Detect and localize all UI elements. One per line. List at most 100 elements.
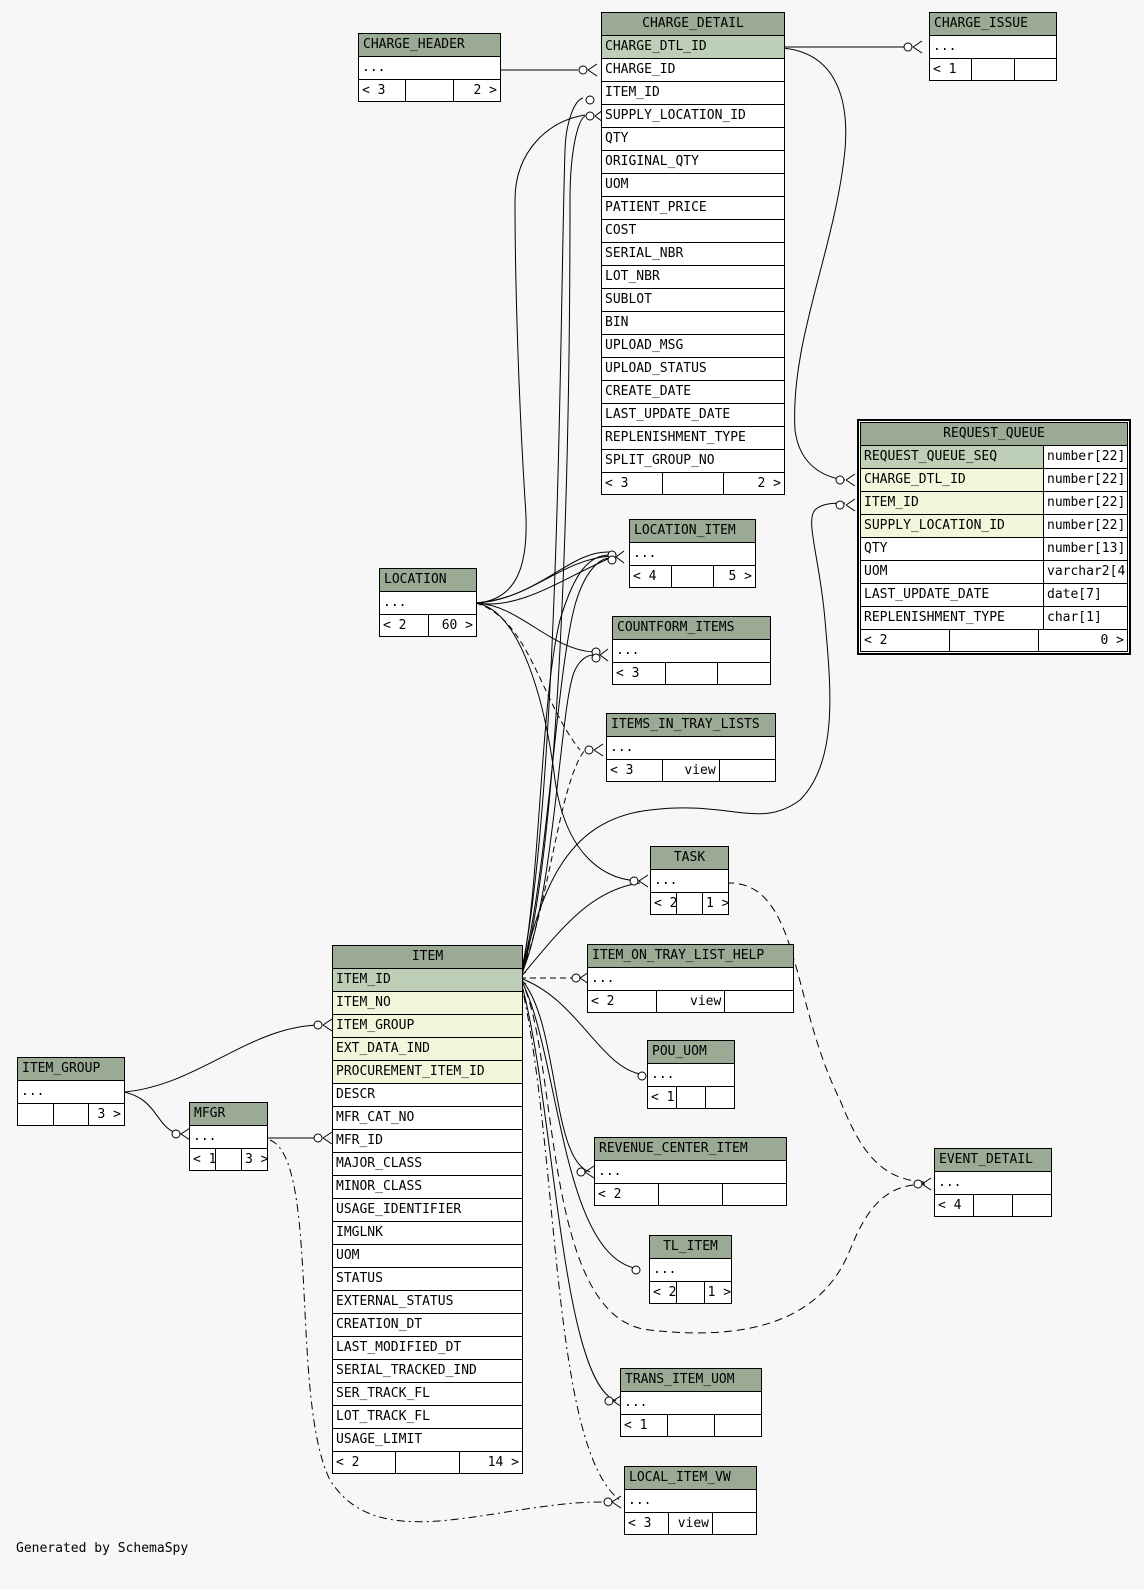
table-title: LOCATION bbox=[380, 569, 476, 592]
table-footer: 3 > bbox=[18, 1104, 124, 1125]
parents-count[interactable]: < 3 bbox=[359, 80, 407, 101]
table-title: MFGR bbox=[190, 1103, 267, 1126]
children-count[interactable]: 3 > bbox=[97, 1107, 122, 1122]
table-row: DESCR bbox=[333, 1084, 522, 1107]
table-trans-item-uom[interactable]: TRANS_ITEM_UOM ... < 1 bbox=[620, 1368, 762, 1437]
children-count[interactable]: 2 > bbox=[757, 476, 781, 491]
edge-location-task bbox=[475, 602, 641, 882]
table-row: ... bbox=[588, 968, 793, 991]
parents-count[interactable]: < 4 bbox=[630, 566, 672, 587]
table-location[interactable]: LOCATION ... < 2 60 > bbox=[379, 568, 477, 637]
table-footer: < 3 view bbox=[607, 760, 775, 781]
parents-count[interactable]: < 2 bbox=[333, 1452, 397, 1473]
table-tl-item[interactable]: TL_ITEM ... < 2 1 > bbox=[649, 1235, 732, 1304]
generator-credit: Generated by SchemaSpy bbox=[16, 1541, 189, 1556]
table-title: ITEM_GROUP bbox=[18, 1058, 124, 1081]
table-location-item[interactable]: LOCATION_ITEM ... < 4 5 > bbox=[629, 519, 756, 588]
parents-count[interactable]: < 2 bbox=[651, 893, 677, 914]
parents-count[interactable]: < 2 bbox=[380, 615, 429, 636]
table-mfgr[interactable]: MFGR ... < 1 3 > bbox=[189, 1102, 268, 1171]
edge-item-pou-uom bbox=[519, 977, 646, 1076]
table-charge-header[interactable]: CHARGE_HEADER ... < 3 2 > bbox=[358, 33, 501, 102]
table-footer: < 2 view bbox=[588, 991, 793, 1012]
table-event-detail[interactable]: EVENT_DETAIL ... < 4 bbox=[934, 1148, 1052, 1217]
table-title: REVENUE_CENTER_ITEM bbox=[595, 1138, 786, 1161]
table-footer: < 1 3 > bbox=[190, 1149, 267, 1170]
children-count[interactable]: 2 > bbox=[473, 83, 497, 98]
table-row: ITEM_GROUP bbox=[333, 1015, 522, 1038]
table-row: LOT_NBR bbox=[602, 266, 784, 289]
table-footer: < 4 5 > bbox=[630, 566, 755, 587]
edge-location-countform bbox=[475, 602, 595, 653]
table-footer: < 3 view bbox=[625, 1513, 756, 1534]
table-title: CHARGE_ISSUE bbox=[930, 13, 1056, 36]
table-row: BIN bbox=[602, 312, 784, 335]
children-count[interactable]: 0 > bbox=[1100, 633, 1124, 648]
table-local-item-vw[interactable]: LOCAL_ITEM_VW ... < 3 view bbox=[624, 1466, 757, 1535]
children-count[interactable]: 1 > bbox=[707, 1285, 731, 1300]
table-item-group[interactable]: ITEM_GROUP ... 3 > bbox=[17, 1057, 125, 1126]
parents-count[interactable]: < 1 bbox=[648, 1087, 677, 1108]
table-items-in-tray-lists[interactable]: ITEMS_IN_TRAY_LISTS ... < 3 view bbox=[606, 713, 776, 782]
table-row: IMGLNK bbox=[333, 1222, 522, 1245]
table-row: SER_TRACK_FL bbox=[333, 1383, 522, 1406]
children-count[interactable]: 14 > bbox=[487, 1455, 519, 1470]
table-row: SERIAL_TRACKED_IND bbox=[333, 1360, 522, 1383]
parents-count[interactable]: < 2 bbox=[588, 991, 657, 1012]
table-title: ITEMS_IN_TRAY_LISTS bbox=[607, 714, 775, 737]
table-row: MFR_CAT_NO bbox=[333, 1107, 522, 1130]
table-footer: < 1 bbox=[648, 1087, 734, 1108]
table-row: ... bbox=[625, 1490, 756, 1513]
table-countform-items[interactable]: COUNTFORM_ITEMS ... < 3 bbox=[612, 616, 771, 685]
parents-count[interactable]: < 1 bbox=[930, 59, 973, 80]
edge-item-group-mfgr bbox=[123, 1091, 182, 1135]
parents-count[interactable]: < 1 bbox=[190, 1149, 216, 1170]
table-row: ... bbox=[359, 57, 500, 80]
table-task[interactable]: TASK ... < 2 1 > bbox=[650, 846, 729, 915]
table-row: ... bbox=[380, 592, 476, 615]
children-count[interactable]: 1 > bbox=[706, 896, 728, 911]
table-row: ... bbox=[650, 1259, 731, 1282]
table-row: ORIGINAL_QTY bbox=[602, 151, 784, 174]
table-item[interactable]: ITEM ITEM_ID ITEM_NO ITEM_GROUP EXT_DATA… bbox=[332, 945, 523, 1474]
table-revenue-center-item[interactable]: REVENUE_CENTER_ITEM ... < 2 bbox=[594, 1137, 787, 1206]
parents-count[interactable]: < 3 bbox=[613, 663, 666, 684]
parents-count[interactable]: < 2 bbox=[595, 1184, 659, 1205]
children-count[interactable]: 5 > bbox=[728, 569, 752, 584]
parents-count[interactable]: < 1 bbox=[621, 1415, 668, 1436]
parents-count[interactable]: < 4 bbox=[935, 1195, 974, 1216]
edge-item-revenue bbox=[519, 977, 591, 1173]
table-footer: < 4 bbox=[935, 1195, 1051, 1216]
table-row: REPLENISHMENT_TYPE bbox=[602, 427, 784, 450]
table-row: ... bbox=[621, 1392, 761, 1415]
table-row: ... bbox=[651, 870, 728, 893]
parents-count[interactable]: < 3 bbox=[625, 1513, 669, 1534]
table-row: UPLOAD_STATUS bbox=[602, 358, 784, 381]
table-row: ... bbox=[595, 1161, 786, 1184]
table-charge-detail[interactable]: CHARGE_DETAIL CHARGE_DTL_ID CHARGE_ID IT… bbox=[601, 12, 785, 495]
table-pou-uom[interactable]: POU_UOM ... < 1 bbox=[647, 1040, 735, 1109]
edge-item-location-item bbox=[519, 554, 611, 979]
table-item-on-tray-list-help[interactable]: ITEM_ON_TRAY_LIST_HELP ... < 2 view bbox=[587, 944, 794, 1013]
table-row: ... bbox=[930, 36, 1056, 59]
table-title: ITEM_ON_TRAY_LIST_HELP bbox=[588, 945, 793, 968]
table-row: MINOR_CLASS bbox=[333, 1176, 522, 1199]
parents-count[interactable]: < 2 bbox=[650, 1282, 678, 1303]
parents-count[interactable]: < 3 bbox=[607, 760, 664, 781]
children-count[interactable]: 60 > bbox=[441, 618, 473, 633]
children-count[interactable]: 3 > bbox=[245, 1152, 267, 1167]
table-row: ... bbox=[190, 1126, 267, 1149]
table-footer: < 1 bbox=[930, 59, 1056, 80]
table-row: ITEM_ID bbox=[333, 969, 522, 992]
parents-count[interactable]: < 2 bbox=[861, 630, 950, 651]
table-charge-issue[interactable]: CHARGE_ISSUE ... < 1 bbox=[929, 12, 1057, 81]
parents-count[interactable]: < 3 bbox=[602, 473, 663, 494]
table-footer: < 2 1 > bbox=[651, 893, 728, 914]
table-footer: < 2 60 > bbox=[380, 615, 476, 636]
